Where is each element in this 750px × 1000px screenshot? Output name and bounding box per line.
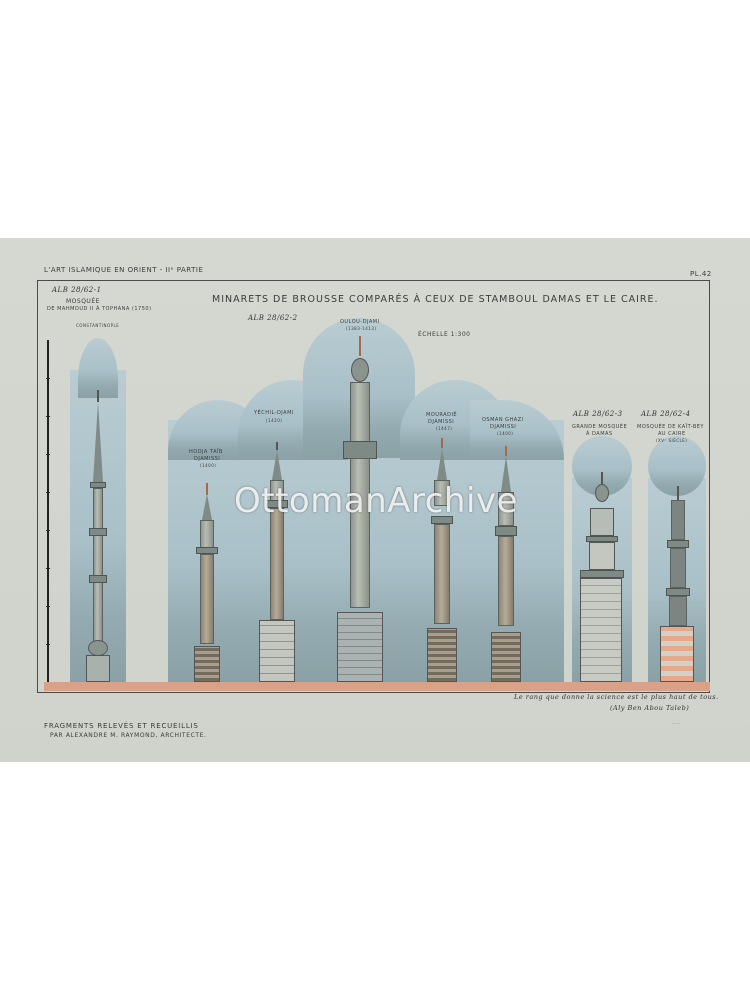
minaret-label-osman-2: DJAMISSI — [490, 424, 517, 430]
vertical-scale-bar — [47, 340, 49, 682]
archive-ref-1: ALB 28/62-1 — [52, 286, 102, 294]
quote-line-1: Le rang que donne la science est le plus… — [514, 693, 719, 701]
scale-label: ÉCHELLE 1:300 — [418, 331, 471, 338]
minaret-location-mahmoud: CONSTANTINOPLE — [76, 323, 120, 328]
ground-strip — [44, 682, 710, 691]
footer-line-2: PAR ALEXANDRE M. RAYMOND, ARCHITECTE. — [50, 732, 207, 739]
minaret-label-mouradie: MOURADIÉ — [426, 412, 458, 418]
minaret-label-oulou: OULOU-DJAMI — [340, 319, 380, 325]
minaret-label-yechil: YÉCHIL-DJAMI — [254, 410, 294, 416]
minaret-label-hodja-2: DJAMISSI — [194, 456, 221, 462]
minaret-date-yechil: (1420) — [266, 418, 283, 423]
minaret-label-caire-2: AU CAIRE — [658, 431, 686, 437]
minaret-label-damas: GRANDE MOSQUÉE — [572, 424, 628, 430]
series-header: L'ART ISLAMIQUE EN ORIENT - IIᵉ PARTIE — [44, 266, 204, 274]
minaret-date-osman: (1400) — [497, 431, 514, 436]
archive-ref-2: ALB 28/62-2 — [248, 314, 298, 322]
archive-ref-3: ALB 28/62-3 — [573, 410, 623, 418]
plate-title: MINARETS DE BROUSSE COMPARÉS À CEUX DE S… — [212, 294, 659, 305]
quote-line-2: (Aly Ben Abou Taleb) — [610, 704, 690, 712]
minaret-label-mahmoud-2: DE MAHMOUD II À TOPHANA (1750) — [47, 306, 152, 312]
footer-line-1: FRAGMENTS RELEVÉS ET RECUEILLIS — [44, 722, 199, 730]
minaret-label-hodja: HODJA TAÏB — [189, 449, 223, 455]
minaret-date-mouradie: (1447) — [436, 426, 453, 431]
plate-frame — [37, 280, 710, 693]
archive-ref-4: ALB 28/62-4 — [641, 410, 691, 418]
minaret-date-oulou: (1383-1413) — [346, 326, 377, 331]
minaret-label-osman: OSMAN GHAZI — [482, 417, 524, 423]
minaret-label-damas-2: À DAMAS — [586, 431, 613, 437]
watermark: OttomanArchive — [234, 481, 518, 521]
arch-mahmoud-dome — [78, 338, 118, 398]
minaret-label-caire: MOSQUÉE DE KAÏT-BEY — [637, 424, 704, 430]
minaret-label-mahmoud: MOSQUÉE — [66, 298, 100, 305]
plate-number: PL.42 — [690, 270, 712, 278]
printer-mark: …… — [672, 720, 681, 725]
minaret-date-caire: (XVᵉ SIÈCLE) — [656, 438, 688, 443]
minaret-date-hodja: (1400) — [200, 463, 217, 468]
minaret-label-mouradie-2: DJAMISSI — [428, 419, 455, 425]
